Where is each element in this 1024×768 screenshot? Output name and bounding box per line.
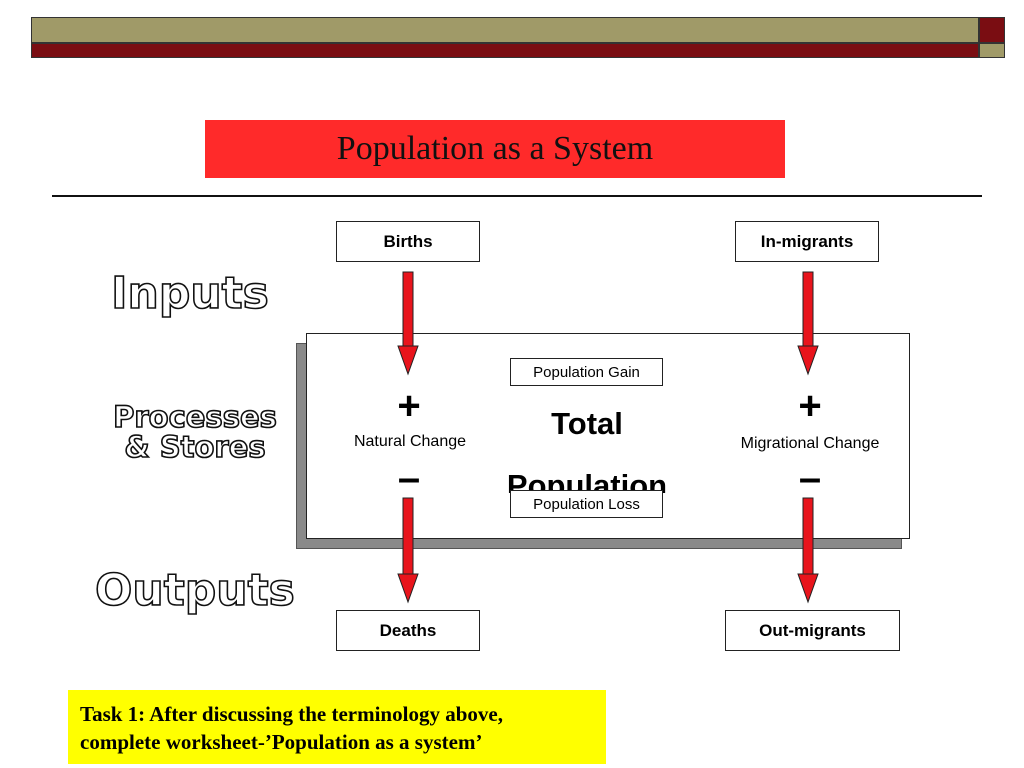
in-migrants-box: In-migrants <box>735 221 879 262</box>
natural-change-label: Natural Change <box>353 433 467 450</box>
migration-minus-sign: – <box>798 456 822 500</box>
title-divider <box>52 195 982 197</box>
stage-label-processes-line2: & Stores <box>124 430 267 464</box>
header-bar-bottom <box>31 43 979 58</box>
task-instructions: Task 1: After discussing the terminology… <box>68 690 606 764</box>
slide-title: Population as a System <box>205 120 785 178</box>
population-gain-box: Population Gain <box>510 358 663 386</box>
arrow-out-migrants-out <box>797 497 819 604</box>
total-line1: Total <box>551 406 623 441</box>
header-bar-top <box>31 17 979 43</box>
stage-label-processes-line1: Processes <box>112 400 277 434</box>
header-square-bottom <box>979 43 1005 58</box>
migrational-change-label: Migrational Change <box>740 435 880 452</box>
deaths-box: Deaths <box>336 610 480 651</box>
header-square-top <box>979 17 1005 43</box>
arrow-deaths-out <box>397 497 419 604</box>
arrow-births-in <box>397 271 419 376</box>
arrow-in-migrants-in <box>797 271 819 376</box>
task-line2: complete worksheet-’Population as a syst… <box>80 730 483 754</box>
stage-label-inputs: Inputs <box>110 267 269 320</box>
stage-label-outputs: Outputs <box>94 564 295 617</box>
total-population-label: Total Population <box>487 393 687 493</box>
task-line1: Task 1: After discussing the terminology… <box>80 702 503 726</box>
births-box: Births <box>336 221 480 262</box>
natural-plus-sign: + <box>397 384 421 428</box>
stage-label-processes: Processes & Stores <box>95 400 295 464</box>
total-line2: Population <box>506 468 668 493</box>
population-loss-box: Population Loss <box>510 490 663 518</box>
natural-minus-sign: – <box>397 456 421 500</box>
out-migrants-box: Out-migrants <box>725 610 900 651</box>
migration-plus-sign: + <box>798 384 822 428</box>
